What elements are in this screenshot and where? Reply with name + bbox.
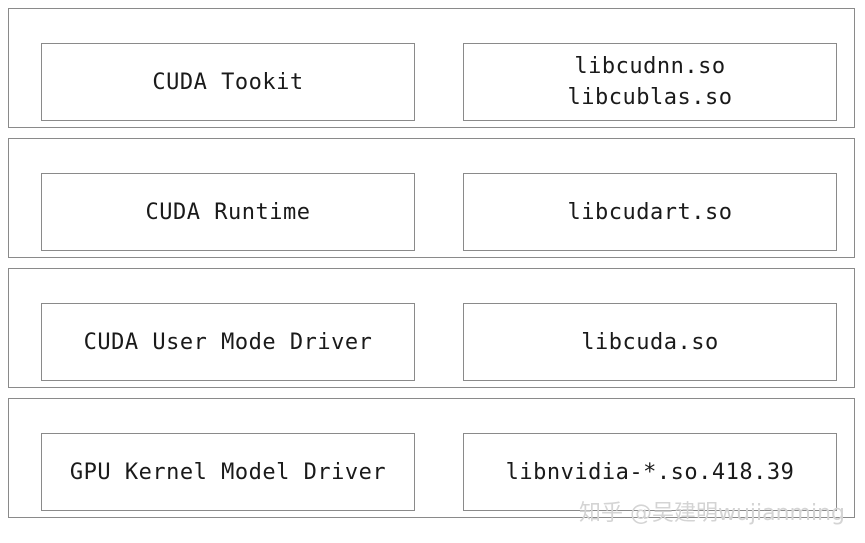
component-user-mode-driver: CUDA User Mode Driver: [41, 303, 415, 381]
component-label: CUDA Tookit: [152, 69, 304, 95]
layer-cuda-runtime: CUDA Runtime libcudart.so: [8, 138, 855, 258]
library-box-runtime: libcudart.so: [463, 173, 837, 251]
component-label: CUDA Runtime: [145, 199, 311, 225]
component-cuda-runtime: CUDA Runtime: [41, 173, 415, 251]
watermark: 知乎 @吴建明wujianming: [578, 501, 845, 526]
library-box-toolkit: libcudnn.so libcublas.so: [463, 43, 837, 121]
layer-cuda-toolkit: CUDA Tookit libcudnn.so libcublas.so: [8, 8, 855, 128]
library-label-libcublas: libcublas.so: [567, 85, 733, 110]
library-label-libcudnn: libcudnn.so: [574, 54, 726, 79]
component-label: GPU Kernel Model Driver: [69, 459, 387, 485]
layer-user-mode-driver: CUDA User Mode Driver libcuda.so: [8, 268, 855, 388]
library-label-libcuda: libcuda.so: [581, 329, 719, 355]
layer-kernel-driver: GPU Kernel Model Driver libnvidia-*.so.4…: [8, 398, 855, 518]
component-cuda-toolkit: CUDA Tookit: [41, 43, 415, 121]
component-label: CUDA User Mode Driver: [83, 329, 373, 355]
component-kernel-driver: GPU Kernel Model Driver: [41, 433, 415, 511]
library-box-kernel-driver: libnvidia-*.so.418.39: [463, 433, 837, 511]
library-label-libnvidia: libnvidia-*.so.418.39: [505, 459, 795, 485]
library-box-user-mode-driver: libcuda.so: [463, 303, 837, 381]
library-label-libcudart: libcudart.so: [567, 199, 733, 225]
